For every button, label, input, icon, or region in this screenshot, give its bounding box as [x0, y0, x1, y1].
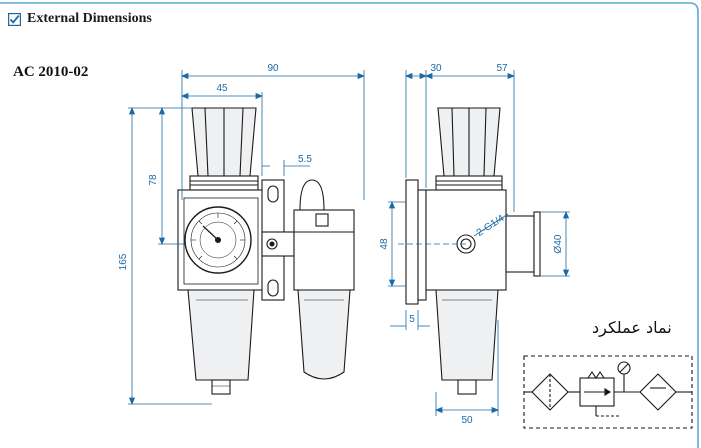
dim-gauge-dia: Ø40 — [553, 234, 564, 253]
side-drain — [457, 379, 477, 395]
lubricator-dome — [299, 179, 325, 211]
functional-symbol — [523, 355, 693, 429]
symbol-label: نماد عملکرد — [592, 318, 672, 337]
filter-bowl — [187, 289, 255, 381]
lubricator-symbol — [639, 373, 677, 411]
lubricator-bowl — [297, 289, 351, 380]
side-bowl — [435, 289, 499, 381]
model-number: AC 2010-02 — [13, 64, 89, 80]
dim-bracket-offset: 5.5 — [298, 154, 312, 165]
section-title: External Dimensions — [27, 11, 152, 26]
blank-box — [578, 14, 690, 42]
drain-valve — [211, 379, 231, 395]
dim-overall-height: 165 — [118, 253, 129, 270]
side-bracket — [405, 179, 419, 305]
checkbox-checked-icon — [8, 13, 21, 26]
dim-upper-height: 78 — [148, 174, 159, 186]
front-view-dimensions — [128, 70, 366, 406]
dim-right-width: 57 — [496, 63, 508, 74]
dim-overall-width: 90 — [267, 63, 279, 74]
dim-bottom-offset: 5 — [409, 314, 415, 325]
side-view-dimensions — [388, 70, 570, 416]
dim-left-width: 30 — [430, 63, 442, 74]
gauge-symbol — [617, 361, 631, 375]
dim-regulator-width: 45 — [216, 83, 228, 94]
dim-port-height: 48 — [379, 238, 390, 250]
front-view — [177, 107, 355, 395]
dim-bowl-width: 50 — [461, 415, 473, 426]
side-gauge — [505, 215, 535, 273]
side-view — [405, 107, 541, 395]
